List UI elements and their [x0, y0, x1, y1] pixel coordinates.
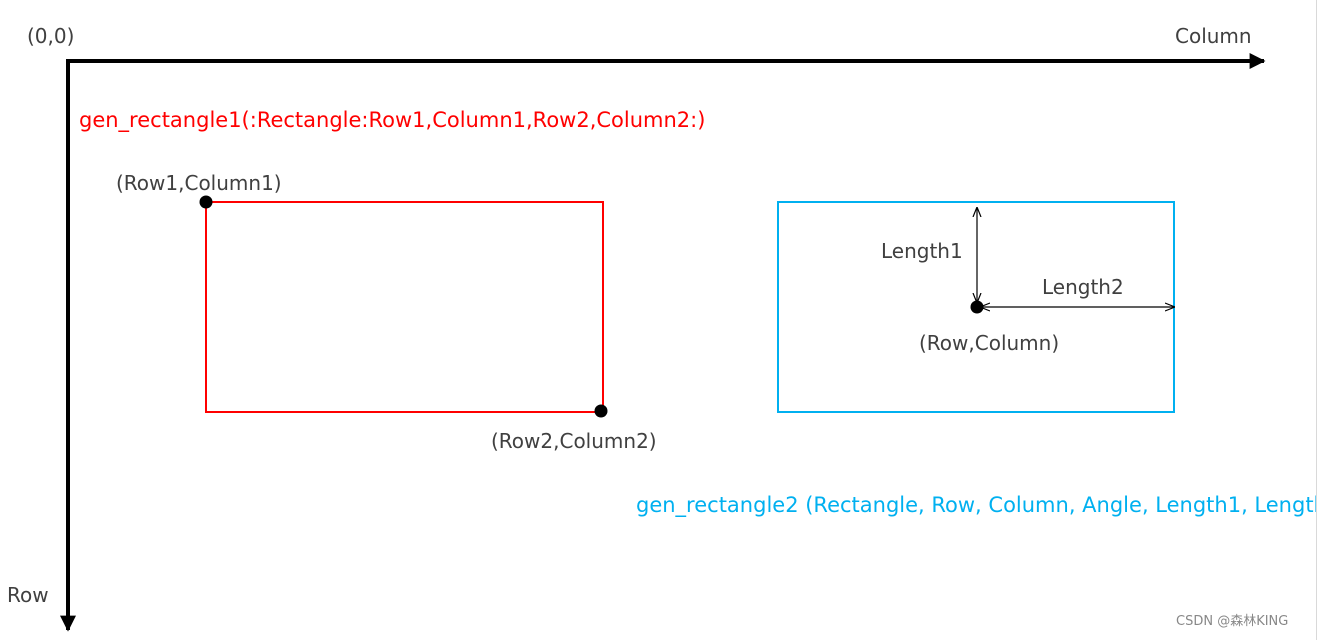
gen-rectangle1-signature: gen_rectangle1(:Rectangle:Row1,Column1,R… — [79, 108, 706, 132]
rectangle1-shape — [205, 201, 604, 413]
center-point — [970, 300, 984, 314]
center-label: (Row,Column) — [919, 331, 1060, 355]
watermark: CSDN @森林KING — [1176, 614, 1289, 629]
length1-label: Length1 — [881, 239, 963, 263]
gen-rectangle2-signature: gen_rectangle2 (Rectangle, Row, Column, … — [636, 493, 1317, 517]
corner1-point — [199, 195, 213, 209]
length2-label: Length2 — [1042, 275, 1124, 299]
corner1-label: (Row1,Column1) — [116, 171, 282, 195]
corner2-label: (Row2,Column2) — [491, 429, 657, 453]
origin-label: (0,0) — [27, 24, 75, 48]
row-axis-label: Row — [7, 583, 49, 607]
column-axis-label: Column — [1175, 24, 1252, 48]
corner2-point — [594, 404, 608, 418]
